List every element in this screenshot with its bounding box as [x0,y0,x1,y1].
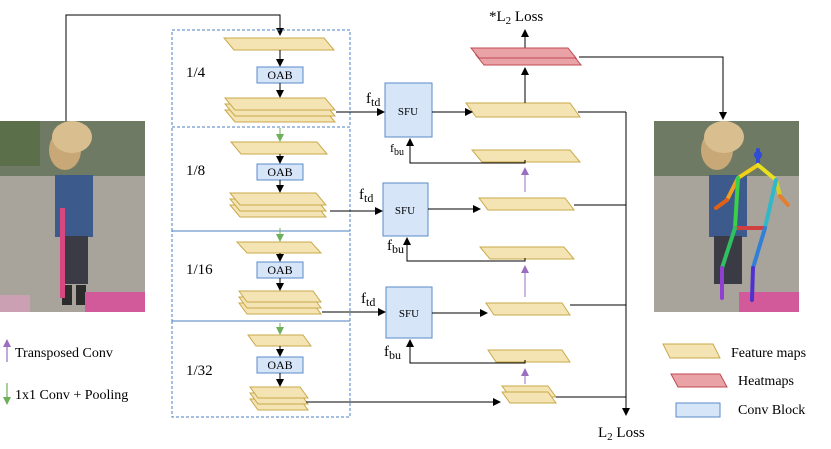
sfu-label-2: SFU [395,205,415,217]
scale-label-1-32: 1/32 [186,363,213,379]
sfu-label-1: SFU [398,106,418,118]
decoder-column [465,102,582,404]
f-bu-label-2: fbu [387,238,404,256]
decoder-map-1-32 [501,391,557,404]
scale-label-1-16: 1/16 [186,262,213,278]
backbone-map-1-8 [229,141,329,155]
backbone-input-map [222,37,336,51]
legend-feature-maps: Feature maps [731,346,806,361]
stage-box-1-8 [171,126,351,232]
legend-feature-swatch [662,343,721,359]
input-arrow [65,14,284,121]
f-td-label-3: ftd [361,291,375,309]
top-loss-label: *L2 Loss [489,9,543,27]
scale-label-1-4: 1/4 [186,65,206,81]
decoder-map-1-8 [478,197,575,211]
bottom-loss-label: L2 Loss [598,425,645,443]
legend-transposed-conv: Transposed Conv [15,346,113,361]
legend-left: Transposed Conv 1x1 Conv + Pooling [3,339,128,405]
legend-conv-block: Conv Block [738,403,805,418]
sfu-block-1: SFU [384,82,433,138]
f-td-label-1: ftd [366,91,380,109]
sfu-label-3: SFU [399,308,419,320]
decoder-map-1-16 [485,302,571,316]
decoder-pre-map-1-16 [487,349,571,363]
decoder-pre-map-1-8 [478,246,576,260]
scale-label-1-8: 1/8 [186,163,205,179]
input-photo [0,121,145,312]
f-bu-label-1: fbu [390,141,404,158]
backbone-stack-1-4 [223,97,337,111]
stage-box-1-16 [171,230,351,322]
output-photo [654,121,799,312]
oab-block-2-label: OAB [267,165,292,179]
heatmap-stack [469,47,583,66]
stage-box-1-32 [171,320,351,418]
pose-skeleton [714,148,790,302]
backbone-stack-1-8 [228,192,328,206]
backbone-stack-1-32 [249,386,309,399]
legend-heatmap-swatch [670,373,728,388]
legend-block-swatch [675,402,721,418]
sfu-block-3: SFU [385,286,433,339]
connections [306,29,727,416]
stage-box-1-4 [171,29,351,128]
f-td-label-2: ftd [359,187,373,205]
decoder-map-1-4 [465,102,581,118]
backbone-map-1-32 [247,334,312,347]
backbone-column: OAB OAB OAB OAB [222,37,337,411]
oab-block-1-label: OAB [267,68,292,82]
sfu-block-2: SFU [382,182,429,237]
f-bu-label-3: fbu [384,344,401,362]
backbone-map-1-16 [235,241,323,254]
legend-heatmaps: Heatmaps [738,374,794,389]
oab-block-4-label: OAB [267,358,292,372]
decoder-pre-map-1-4 [470,149,582,163]
backbone-stack-1-16 [238,290,322,303]
legend-conv-pooling: 1x1 Conv + Pooling [15,388,128,403]
legend-right: Feature maps Heatmaps Conv Block [662,343,806,418]
stage-boxes [171,29,351,418]
oab-block-3-label: OAB [267,263,292,277]
